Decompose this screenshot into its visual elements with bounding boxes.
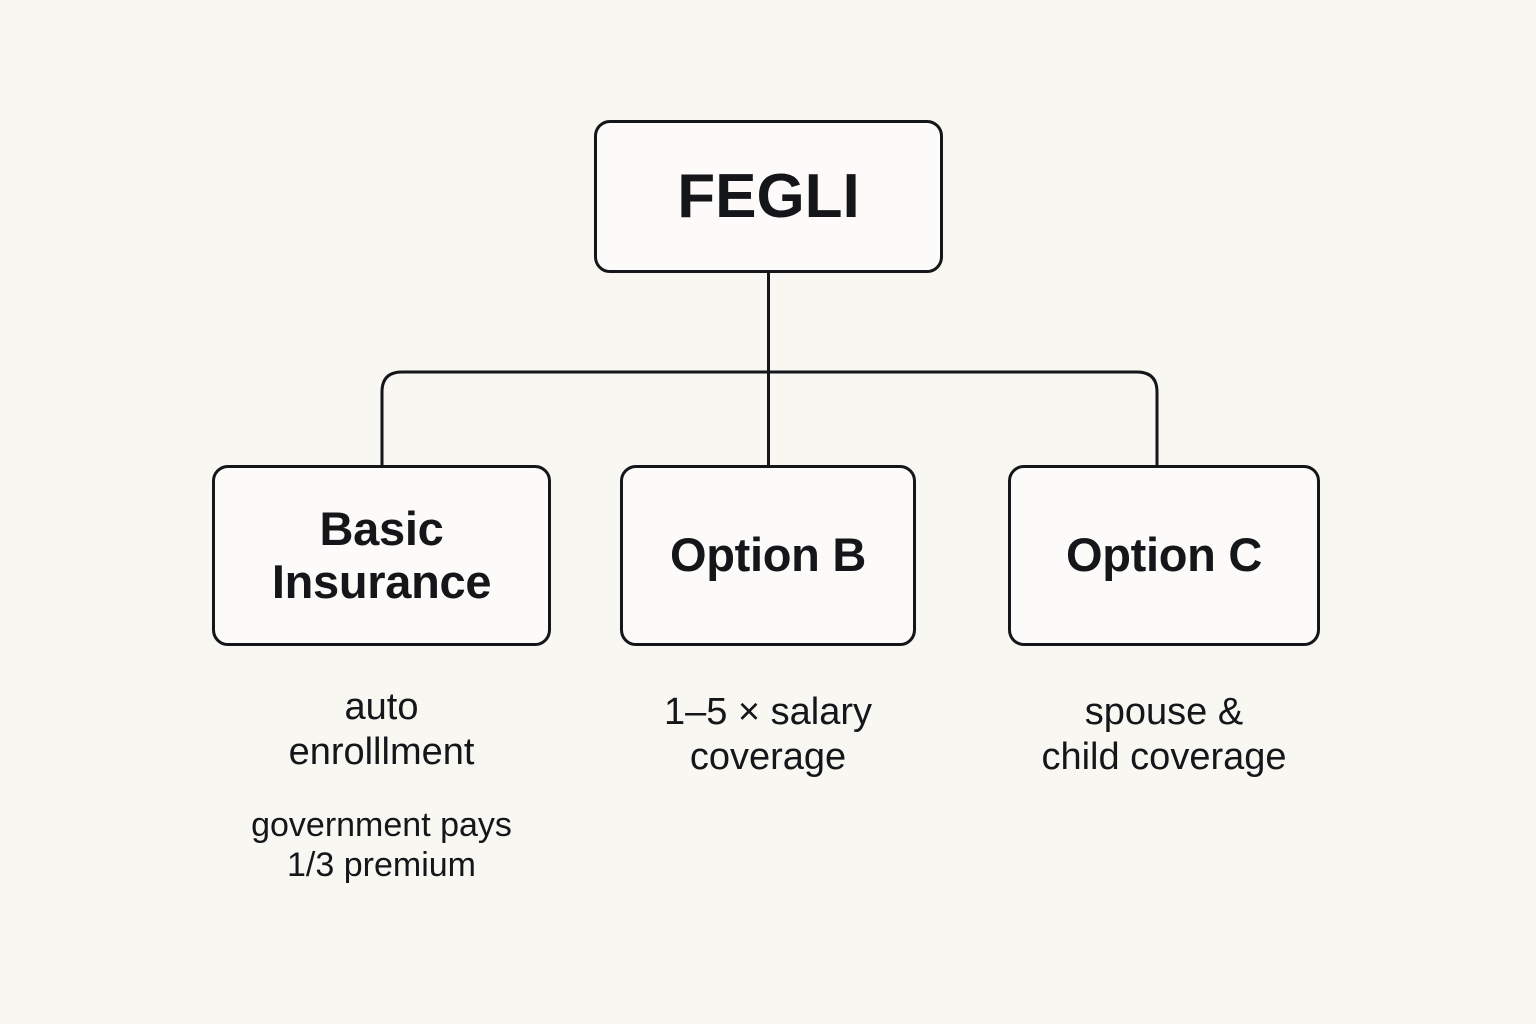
node-basic-insurance[interactable]: Basic Insurance <box>212 465 551 646</box>
caption-option-b-line-1: 1–5 × salary coverage <box>663 691 873 778</box>
node-option-b[interactable]: Option B <box>620 465 916 646</box>
caption-option-c: spouse & child coverage <box>980 690 1348 780</box>
connector-bus-left-elbow <box>380 370 769 465</box>
node-fegli[interactable]: FEGLI <box>594 120 943 273</box>
caption-option-c-line-1: spouse & child coverage <box>1041 691 1287 778</box>
node-basic-insurance-label: Basic Insurance <box>271 501 492 608</box>
caption-option-b: 1–5 × salary coverage <box>600 690 936 780</box>
caption-basic-insurance-line-2: government pays 1/3 premium <box>251 805 512 884</box>
caption-basic-insurance: auto enrolllment government pays 1/3 pre… <box>182 685 581 885</box>
node-fegli-label: FEGLI <box>677 161 860 231</box>
node-option-c[interactable]: Option C <box>1008 465 1320 646</box>
caption-basic-insurance-line-1: auto enrolllment <box>288 686 475 773</box>
connector-bus-right-elbow <box>768 370 1159 465</box>
node-option-b-label: Option B <box>670 528 866 582</box>
node-option-c-label: Option C <box>1066 528 1262 582</box>
